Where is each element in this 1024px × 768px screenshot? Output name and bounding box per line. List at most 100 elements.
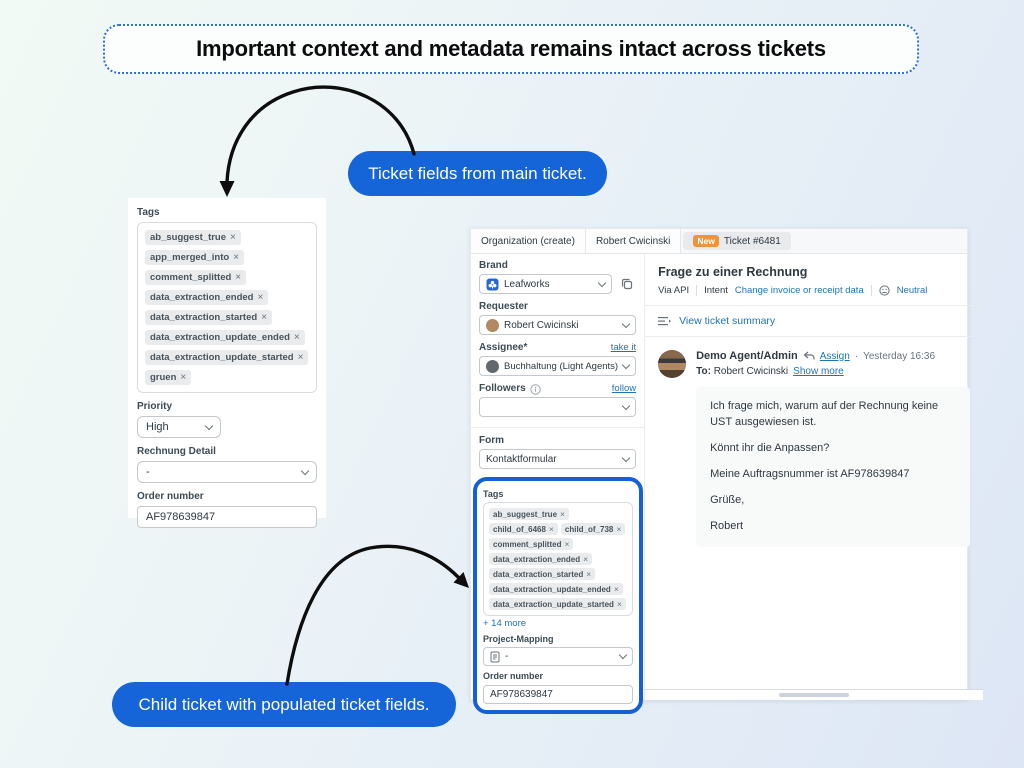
view-ticket-summary-link[interactable]: View ticket summary <box>679 315 776 327</box>
banner-title: Important context and metadata remains i… <box>103 24 919 74</box>
followers-label: Followers follow <box>479 383 637 395</box>
tag-chip: app_merged_into× <box>145 250 245 265</box>
chevron-down-icon <box>621 453 631 462</box>
remove-tag-icon[interactable]: × <box>233 252 240 263</box>
child-ticket-panel: Organization (create) Robert Cwicinski N… <box>470 228 984 714</box>
remove-tag-icon[interactable]: × <box>235 272 242 283</box>
brand-label: Brand <box>479 260 508 271</box>
tag-chip: ab_suggest_true× <box>145 230 241 245</box>
rechnung-detail-dropdown[interactable]: - <box>137 461 317 483</box>
follow-link[interactable]: follow <box>611 383 637 394</box>
message-line: Grüße, <box>710 493 745 506</box>
scrollbar-thumb[interactable] <box>779 693 850 697</box>
form-dropdown[interactable]: Kontaktformular <box>479 449 637 469</box>
brand-dropdown[interactable]: Leafworks <box>479 274 613 294</box>
tag-chip: comment_splitted× <box>489 538 574 550</box>
rechnung-detail-label: Rechnung Detail <box>137 446 216 457</box>
tags-field[interactable]: ab_suggest_true× child_of_6468× child_of… <box>483 502 634 616</box>
main-ticket-fields-card: Tags ab_suggest_true× app_merged_into× c… <box>128 198 326 528</box>
project-icon <box>490 651 500 662</box>
priority-dropdown[interactable]: High <box>137 416 221 438</box>
project-mapping-dropdown[interactable]: - <box>483 647 634 666</box>
remove-tag-icon[interactable]: × <box>180 372 187 383</box>
tag-chip: child_of_6468× <box>489 523 558 535</box>
order-number-input[interactable] <box>483 685 634 704</box>
banner-text: Important context and metadata remains i… <box>196 36 826 61</box>
tag-chip: data_extraction_started× <box>145 310 273 325</box>
message-line: Meine Auftragsnummer ist AF978639847 <box>710 467 910 480</box>
tab-requester[interactable]: Robert Cwicinski <box>585 229 682 253</box>
remove-tag-icon[interactable]: × <box>560 508 565 519</box>
message-timestamp: Yesterday 16:36 <box>863 350 936 362</box>
tag-chip: ab_suggest_true× <box>489 508 569 520</box>
to-label: To: <box>696 366 711 377</box>
separator <box>870 285 872 296</box>
message-body: Ich frage mich, warum auf der Rechnung k… <box>696 387 971 547</box>
remove-tag-icon[interactable]: × <box>616 523 622 534</box>
ticket-subject: Frage zu einer Rechnung <box>658 265 808 279</box>
tag-chip: data_extraction_update_ended× <box>145 330 305 345</box>
composer-area[interactable] <box>645 689 984 700</box>
remove-tag-icon[interactable]: × <box>548 523 554 534</box>
more-tags-link[interactable]: + 14 more <box>483 618 527 629</box>
remove-tag-icon[interactable]: × <box>586 568 592 579</box>
remove-tag-icon[interactable]: × <box>257 292 264 303</box>
status-badge: New <box>693 235 719 247</box>
callout-child-ticket: Child ticket with populated ticket field… <box>112 682 456 727</box>
to-value: Robert Cwicinski <box>713 366 789 377</box>
remove-tag-icon[interactable]: × <box>230 232 236 243</box>
chevron-down-icon <box>621 401 631 410</box>
chevron-down-icon <box>300 466 310 475</box>
info-icon <box>529 383 541 395</box>
order-number-input[interactable] <box>137 506 317 528</box>
tags-field[interactable]: ab_suggest_true× app_merged_into× commen… <box>137 222 317 393</box>
tab-organization[interactable]: Organization (create) <box>471 229 586 253</box>
show-more-link[interactable]: Show more <box>793 366 844 377</box>
assignee-dropdown[interactable]: Buchhaltung (Light Agents) <box>479 356 637 376</box>
remove-tag-icon[interactable]: × <box>297 352 304 363</box>
take-it-link[interactable]: take it <box>610 342 637 353</box>
tag-chip: data_extraction_update_ended× <box>489 583 623 595</box>
tag-chip: comment_splitted× <box>145 270 247 285</box>
remove-tag-icon[interactable]: × <box>261 312 268 323</box>
ticket-fields-sidebar: Brand Leafworks Requester <box>471 254 646 714</box>
message: Demo Agent/Admin Assign · Yesterday 16:3… <box>658 350 971 547</box>
callout-main-text: Ticket fields from main ticket. <box>368 163 587 183</box>
chevron-down-icon <box>621 360 631 369</box>
chevron-down-icon <box>618 650 628 660</box>
intent-link[interactable]: Change invoice or receipt data <box>734 285 864 296</box>
remove-tag-icon[interactable]: × <box>616 598 622 609</box>
separator <box>696 285 698 296</box>
priority-label: Priority <box>137 401 173 412</box>
tags-label: Tags <box>137 207 160 218</box>
remove-tag-icon[interactable]: × <box>564 538 570 549</box>
remove-tag-icon[interactable]: × <box>293 332 300 343</box>
tab-ticket[interactable]: New Ticket #6481 <box>683 232 791 250</box>
dot-separator: · <box>854 350 859 362</box>
followers-dropdown[interactable] <box>479 397 637 417</box>
agent-avatar <box>658 350 687 378</box>
copy-icon[interactable] <box>618 275 636 293</box>
assign-link[interactable]: Assign <box>819 350 850 362</box>
tag-chip: data_extraction_ended× <box>489 553 593 565</box>
sidebar-divider <box>471 427 645 428</box>
form-label: Form <box>479 435 504 446</box>
reply-icon <box>803 351 815 360</box>
priority-value: High <box>146 421 169 433</box>
message-author: Demo Agent/Admin <box>696 350 798 362</box>
sentiment-link[interactable]: Neutral <box>896 285 928 296</box>
assignee-avatar <box>486 359 499 373</box>
summary-icon <box>658 316 672 325</box>
tag-chip: data_extraction_update_started× <box>145 350 309 365</box>
requester-dropdown[interactable]: Robert Cwicinski <box>479 315 637 335</box>
form-value: Kontaktformular <box>486 453 557 465</box>
remove-tag-icon[interactable]: × <box>613 583 619 594</box>
ticket-meta-row: Via API Intent Change invoice or receipt… <box>658 285 970 296</box>
remove-tag-icon[interactable]: × <box>583 553 589 564</box>
intent-label: Intent <box>704 285 728 296</box>
tag-chip: gruen× <box>145 370 192 385</box>
sentiment-neutral-icon <box>879 285 890 296</box>
divider <box>645 336 984 337</box>
brand-logo-icon <box>486 278 499 290</box>
order-number-label: Order number <box>483 671 544 681</box>
